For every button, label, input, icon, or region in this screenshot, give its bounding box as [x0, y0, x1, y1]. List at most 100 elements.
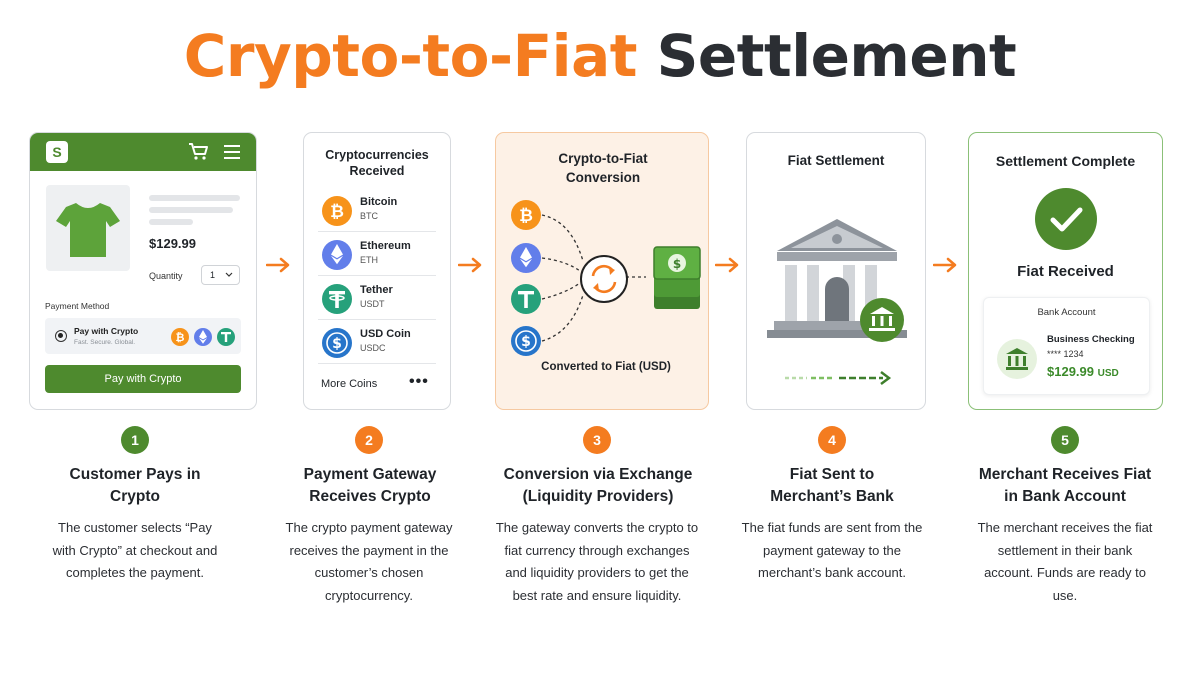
placeholder-line — [149, 195, 240, 201]
coin-row-tether: Tether USDT — [318, 276, 436, 320]
coin-symbol: ETH — [360, 255, 378, 265]
shopping-bag-icon: S — [46, 141, 68, 163]
settlement-complete-card: Settlement Complete Fiat Received Bank A… — [968, 132, 1163, 410]
tether-icon — [217, 328, 235, 346]
coin-row-ethereum: Ethereum ETH — [318, 232, 436, 276]
step-title-2: Payment Gateway Receives Crypto — [303, 466, 437, 505]
coin-symbol: USDC — [360, 343, 386, 353]
bank-account-label: Bank Account — [1037, 307, 1096, 318]
coin-name: Ethereum — [360, 240, 411, 252]
more-dots-icon[interactable]: ••• — [409, 373, 429, 390]
fiat-settlement-title: Fiat Settlement — [787, 153, 885, 168]
placeholder-line — [149, 207, 233, 213]
step-number-5: 5 — [1051, 426, 1079, 454]
bank-illustration — [767, 219, 907, 385]
tshirt-icon — [56, 203, 120, 257]
received-amount: $129.99 USD — [1047, 364, 1119, 379]
arrow-right-icon — [715, 257, 739, 273]
account-name: Business Checking — [1047, 334, 1135, 345]
usd-coin-icon: $ — [511, 326, 541, 356]
step-number-2: 2 — [355, 426, 383, 454]
transfer-arrow-icon — [785, 371, 892, 385]
coin-icons: ₿ — [171, 328, 235, 346]
bank-badge-icon — [860, 298, 904, 342]
radio-selected[interactable] — [55, 330, 67, 342]
step-number-3: 3 — [583, 426, 611, 454]
pay-with-crypto-button[interactable]: Pay with Crypto — [45, 365, 241, 393]
gateway-title: Cryptocurrencies Received — [325, 148, 429, 178]
product-image — [46, 185, 130, 271]
cart-icon[interactable] — [188, 142, 210, 162]
amount-value: $129.99 — [1047, 364, 1094, 379]
payment-option-title: Pay with Crypto — [74, 326, 139, 336]
step-desc-3: The gateway converts the crypto to fiat … — [495, 520, 699, 603]
payment-method-label: Payment Method — [45, 301, 110, 311]
step-title-4: Fiat Sent to Merchant’s Bank — [770, 466, 894, 505]
placeholder-line — [149, 219, 193, 225]
fiat-settlement-card: Fiat Settlement — [746, 132, 926, 410]
svg-text:₿: ₿ — [519, 206, 533, 226]
chevron-down-icon — [225, 272, 233, 277]
svg-text:₿: ₿ — [330, 202, 344, 222]
coin-row-bitcoin: ₿ Bitcoin BTC — [318, 188, 436, 232]
bank-account-panel: Bank Account Business Checking **** 1234… — [983, 297, 1150, 395]
step-number-1: 1 — [121, 426, 149, 454]
ethereum-icon — [511, 243, 541, 273]
coin-row-usd-coin: $ USD Coin USDC — [318, 320, 436, 364]
step-title-3: Conversion via Exchange (Liquidity Provi… — [503, 466, 693, 505]
arrow-right-icon — [933, 257, 957, 273]
bitcoin-icon: ₿ — [511, 200, 541, 230]
step-title-1: Customer Pays in Crypto — [69, 466, 201, 505]
coin-name: USD Coin — [360, 328, 411, 340]
conversion-title: Crypto-to-Fiat Conversion — [558, 151, 648, 185]
bitcoin-icon: ₿ — [322, 196, 352, 226]
product-price: $129.99 — [149, 236, 196, 251]
store-header: S — [30, 133, 256, 171]
svg-text:$: $ — [332, 336, 342, 352]
step-number-4: 4 — [818, 426, 846, 454]
bitcoin-icon: ₿ — [171, 328, 189, 346]
payment-option-crypto[interactable]: Pay with Crypto Fast. Secure. Global. ₿ — [45, 318, 241, 354]
coin-name: Tether — [360, 284, 393, 296]
fiat-received-label: Fiat Received — [1017, 263, 1114, 280]
more-coins-link[interactable]: More Coins — [321, 378, 378, 390]
quantity-label: Quantity — [149, 271, 183, 281]
convert-cycle-icon — [580, 255, 628, 303]
svg-text:$: $ — [521, 334, 531, 350]
account-number: **** 1234 — [1047, 349, 1084, 359]
tether-icon — [511, 284, 541, 314]
conversion-diagram: ₿ $ $ — [511, 200, 701, 356]
tether-icon — [322, 284, 352, 314]
arrow-right-icon — [458, 257, 482, 273]
coin-symbol: USDT — [360, 299, 385, 309]
payment-option-subtitle: Fast. Secure. Global. — [74, 339, 136, 346]
step-desc-1: The customer selects “Pay with Crypto” a… — [52, 520, 218, 580]
menu-icon[interactable] — [223, 144, 241, 160]
usd-coin-icon: $ — [322, 328, 352, 358]
svg-text:$: $ — [673, 257, 681, 271]
check-circle-icon — [1035, 188, 1097, 250]
page-title: Crypto-to-Fiat Settlement — [0, 22, 1200, 90]
cash-stack-icon: $ — [653, 246, 701, 309]
amount-currency: USD — [1097, 368, 1119, 379]
svg-text:₿: ₿ — [176, 331, 185, 344]
coin-name: Bitcoin — [360, 196, 398, 208]
ethereum-icon — [194, 328, 212, 346]
settlement-complete-title: Settlement Complete — [995, 153, 1136, 169]
title-highlight: Crypto-to-Fiat — [183, 22, 638, 90]
arrow-right-icon — [266, 257, 290, 273]
conversion-caption: Converted to Fiat (USD) — [541, 361, 671, 373]
step-desc-4: The fiat funds are sent from the payment… — [741, 520, 923, 580]
ethereum-icon — [322, 240, 352, 270]
checkout-card: S $129.99 Quantity 1 Payment Method Pay … — [29, 132, 257, 410]
bank-icon — [997, 339, 1037, 379]
step-title-5: Merchant Receives Fiat in Bank Account — [978, 466, 1152, 505]
quantity-select[interactable]: 1 — [201, 265, 240, 285]
step-desc-5: The merchant receives the fiat settlemen… — [977, 520, 1153, 603]
conversion-card: Crypto-to-Fiat Conversion ₿ $ $ Converte — [495, 132, 709, 410]
gateway-card: Cryptocurrencies Received ₿ Bitcoin BTC … — [303, 132, 451, 410]
coin-symbol: BTC — [360, 211, 378, 221]
step-desc-2: The crypto payment gateway receives the … — [285, 520, 453, 603]
title-rest: Settlement — [656, 22, 1017, 90]
quantity-value: 1 — [210, 270, 216, 280]
